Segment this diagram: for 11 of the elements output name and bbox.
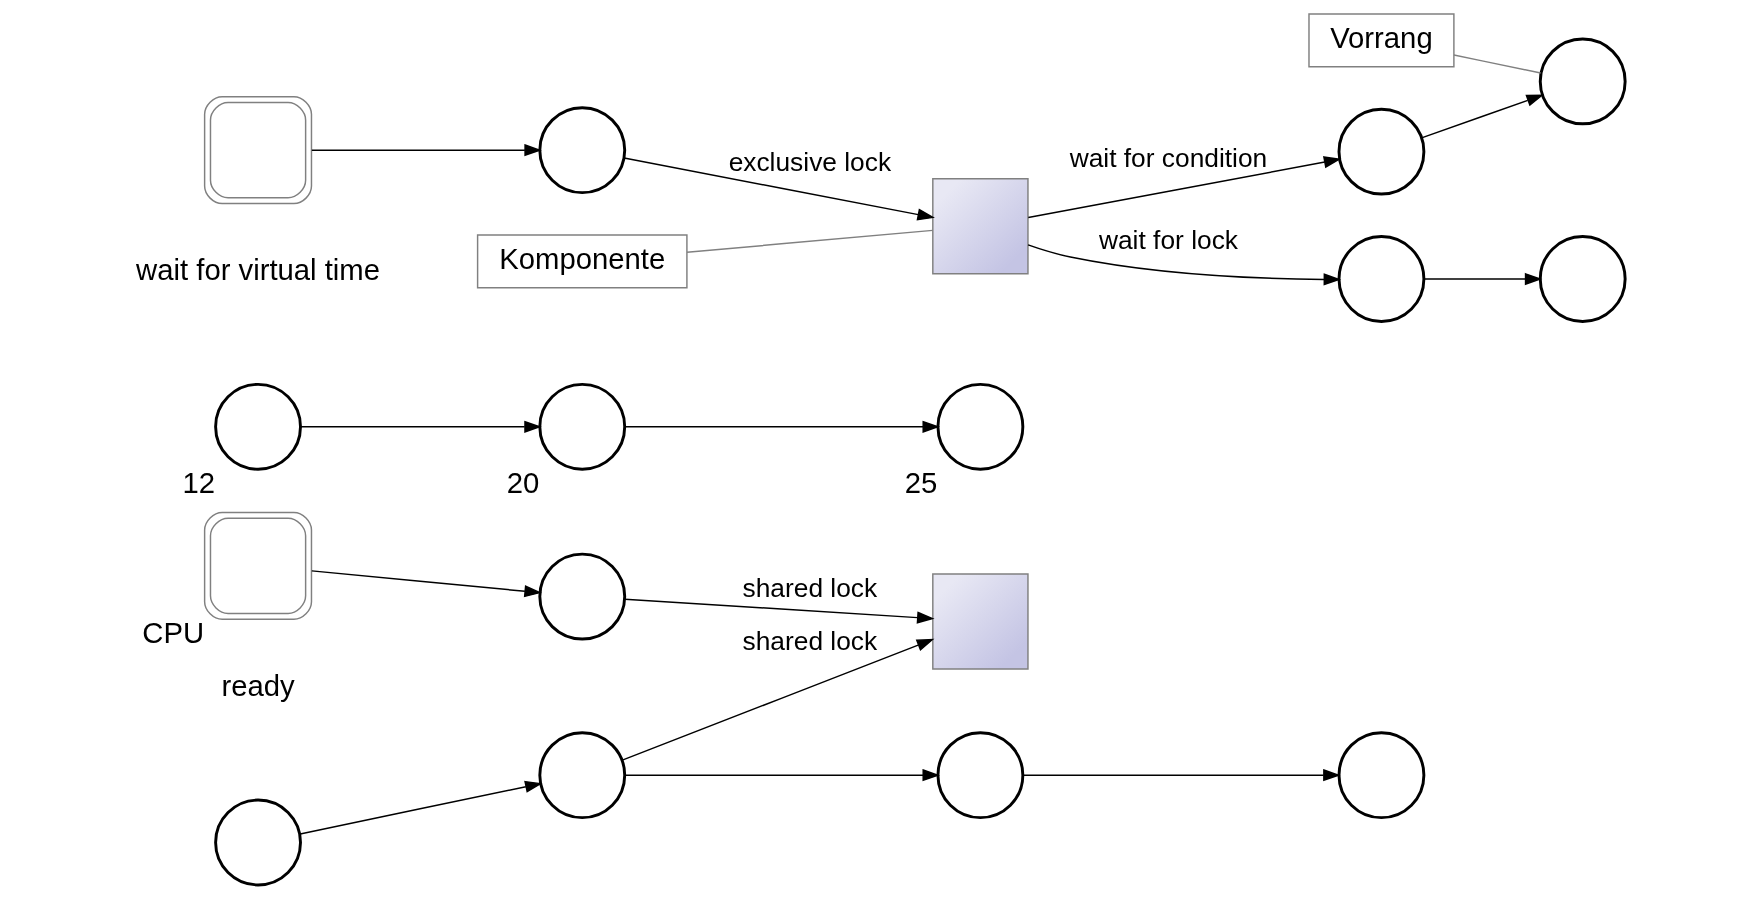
edge-label: wait for lock (1098, 224, 1238, 255)
label: ready (221, 670, 295, 703)
label: wait for virtual time (136, 254, 381, 287)
edge-label: shared lock (742, 573, 878, 604)
edge-label: shared lock (742, 625, 878, 656)
edge-label: exclusive lock (728, 147, 892, 178)
node-label: 12 (182, 466, 216, 499)
edge-label: wait for condition (1069, 142, 1268, 173)
node-label: CPU (142, 616, 205, 649)
node-label: 25 (904, 466, 938, 499)
node-label: 20 (506, 466, 540, 499)
